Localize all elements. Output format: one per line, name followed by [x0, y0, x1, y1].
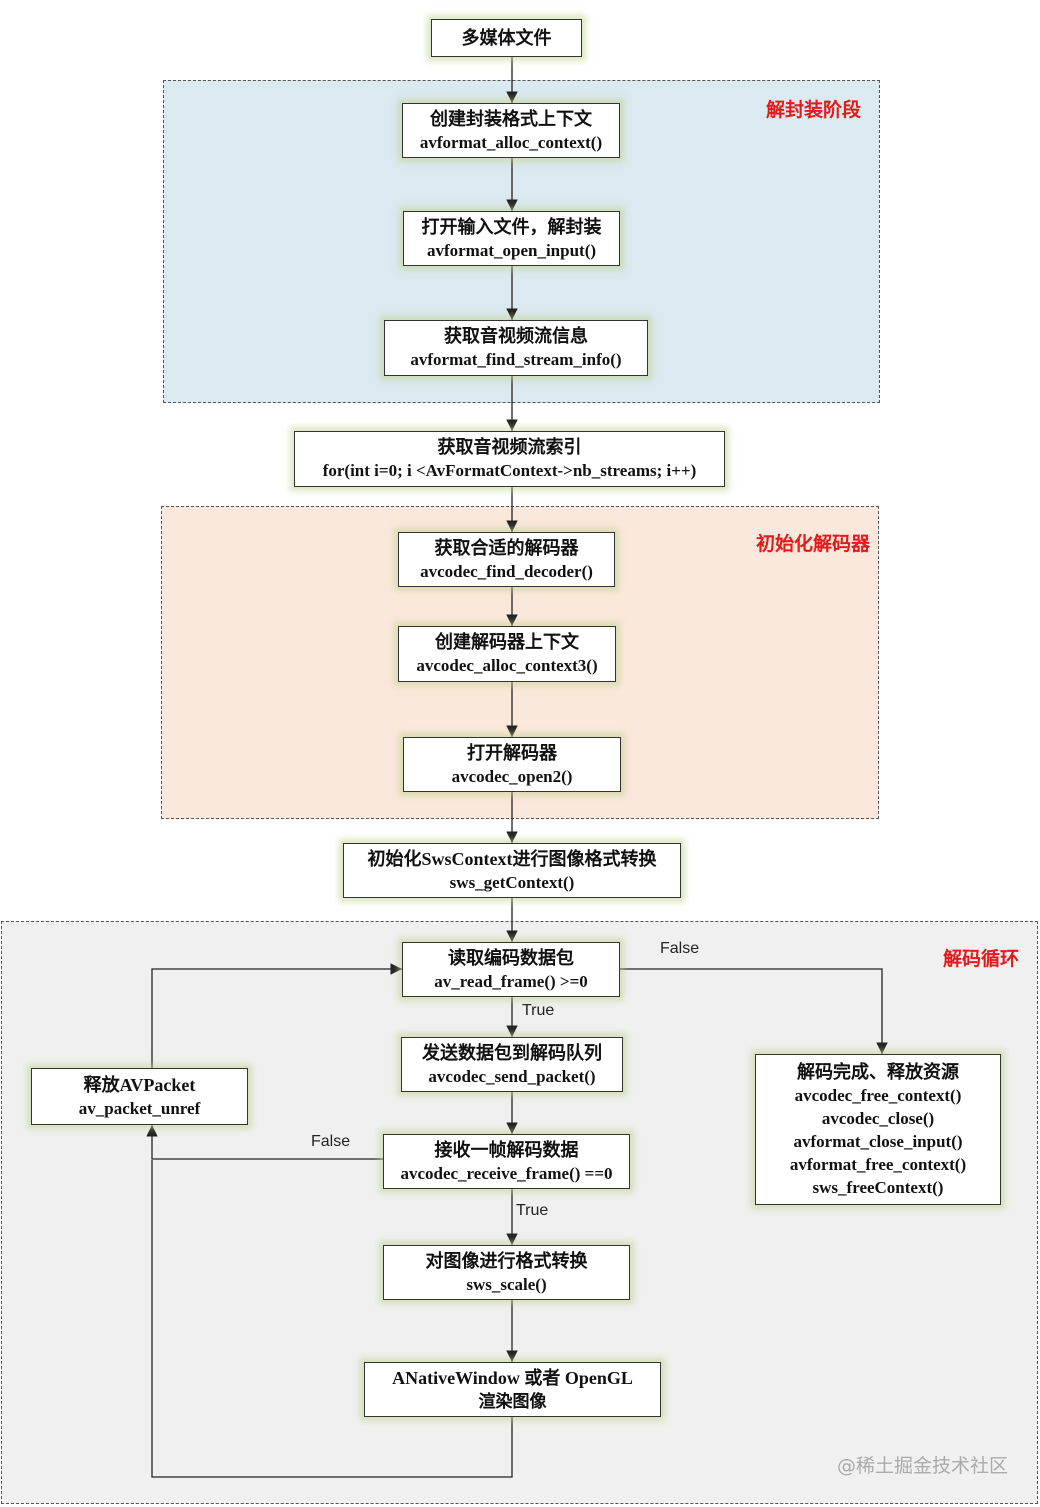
node-open-decoder-func: avcodec_open2() — [451, 766, 573, 786]
label-receive-false: False — [311, 1133, 351, 1150]
node-cleanup-func-1: avcodec_free_context() — [794, 1085, 962, 1105]
edge-unref-to-read — [151, 963, 402, 1068]
node-stream-info: 获取音视频流信息 avformat_find_stream_info() — [384, 320, 648, 376]
node-stream-info-func: avformat_find_stream_info() — [410, 350, 622, 369]
edge-receive-false-to-unref — [146, 1125, 383, 1160]
node-render: ANativeWindow 或者 OpenGL 渲染图像 — [364, 1362, 661, 1417]
node-open-input-func: avformat_open_input() — [426, 240, 597, 260]
node-alloc-codec-context-title: 创建解码器上下文 — [435, 632, 579, 652]
node-alloc-context: 创建封装格式上下文 avformat_alloc_context() — [402, 103, 620, 158]
node-cleanup-func-3: avformat_close_input() — [793, 1131, 963, 1151]
region-decode-loop-title: 解码循环 — [942, 949, 1019, 970]
node-sws-scale-title: 对图像进行格式转换 — [425, 1250, 588, 1271]
node-send-packet-title: 发送数据包到解码队列 — [422, 1042, 602, 1063]
region-decoder-init-title: 初始化解码器 — [755, 534, 870, 555]
node-open-decoder: 打开解码器 avcodec_open2() — [403, 737, 621, 792]
node-sws-init: 初始化SwsContext进行图像格式转换 sws_getContext() — [343, 843, 681, 898]
node-media-file-title: 多媒体文件 — [461, 28, 552, 48]
node-find-decoder-func: avcodec_find_decoder() — [420, 561, 593, 581]
node-render-desc: 渲染图像 — [478, 1391, 547, 1411]
node-open-decoder-title: 打开解码器 — [467, 742, 557, 763]
label-receive-true: True — [516, 1202, 549, 1219]
node-packet-unref-title: 释放AVPacket — [83, 1074, 196, 1095]
node-receive-frame: 接收一帧解码数据 avcodec_receive_frame() ==0 — [383, 1134, 630, 1189]
node-packet-unref: 释放AVPacket av_packet_unref — [31, 1068, 248, 1125]
node-find-decoder: 获取合适的解码器 avcodec_find_decoder() — [398, 532, 615, 587]
node-sws-init-title: 初始化SwsContext进行图像格式转换 — [367, 848, 657, 869]
node-open-input-title: 打开输入文件，解封装 — [421, 216, 602, 237]
node-read-frame-title: 读取编码数据包 — [448, 947, 574, 968]
node-stream-info-title: 获取音视频流信息 — [444, 326, 588, 346]
node-media-file: 多媒体文件 — [431, 19, 582, 57]
region-demux-title: 解封装阶段 — [765, 100, 861, 121]
node-cleanup-title: 解码完成、释放资源 — [797, 1061, 959, 1082]
node-sws-scale-func: sws_scale() — [466, 1274, 547, 1294]
node-alloc-codec-context: 创建解码器上下文 avcodec_alloc_context3() — [398, 626, 616, 682]
node-alloc-codec-context-func: avcodec_alloc_context3() — [416, 656, 598, 675]
node-cleanup-func-2: avcodec_close() — [821, 1108, 935, 1128]
node-find-decoder-title: 获取合适的解码器 — [434, 537, 579, 558]
node-cleanup-func-4: avformat_free_context() — [789, 1154, 967, 1174]
node-render-title: ANativeWindow 或者 OpenGL — [392, 1367, 633, 1388]
label-read-true: True — [522, 1002, 555, 1019]
node-receive-frame-func: avcodec_receive_frame() ==0 — [400, 1163, 613, 1183]
node-receive-frame-title: 接收一帧解码数据 — [434, 1139, 579, 1160]
node-open-input: 打开输入文件，解封装 avformat_open_input() — [403, 211, 620, 266]
node-send-packet: 发送数据包到解码队列 avcodec_send_packet() — [401, 1037, 623, 1092]
node-cleanup: 解码完成、释放资源 avcodec_free_context() avcodec… — [755, 1054, 1001, 1205]
watermark: @稀土掘金技术社区 — [836, 1455, 1008, 1477]
node-send-packet-func: avcodec_send_packet() — [428, 1066, 596, 1086]
node-stream-index-code: for(int i=0; i <AvFormatContext->nb_stre… — [322, 461, 697, 480]
node-alloc-context-title: 创建封装格式上下文 — [430, 108, 592, 129]
edge-read-false-to-cleanup — [620, 968, 888, 1054]
node-read-frame: 读取编码数据包 av_read_frame() >=0 — [402, 942, 620, 997]
node-sws-scale: 对图像进行格式转换 sws_scale() — [383, 1245, 630, 1300]
node-read-frame-func: av_read_frame() >=0 — [434, 971, 588, 991]
node-alloc-context-func: avformat_alloc_context() — [419, 132, 603, 152]
node-stream-index-title: 获取音视频流索引 — [437, 437, 582, 457]
edge-render-loop-back — [151, 1160, 513, 1478]
label-read-false: False — [660, 940, 700, 957]
node-packet-unref-func: av_packet_unref — [78, 1098, 201, 1118]
node-sws-init-func: sws_getContext() — [449, 872, 575, 892]
node-stream-index: 获取音视频流索引 for(int i=0; i <AvFormatContext… — [294, 431, 725, 487]
node-cleanup-func-5: sws_freeContext() — [812, 1177, 944, 1197]
